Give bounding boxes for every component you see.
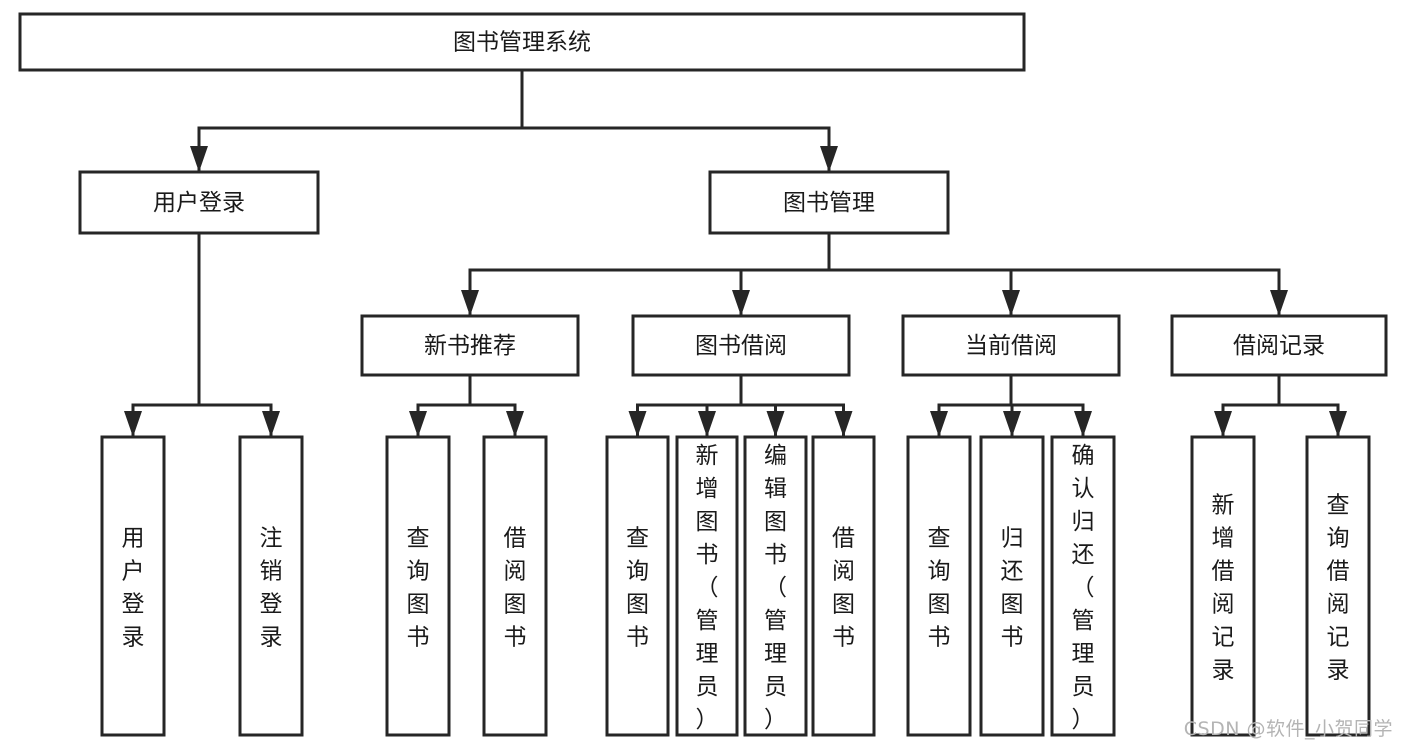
node-box-查询图书[interactable]: [385, 435, 451, 737]
node-label-用户登录: 用户登录: [122, 526, 145, 651]
node-leaf-确认归还管理员[interactable]: 确认归还（管理员）: [1050, 435, 1116, 737]
arrow-head-icon-l3-1-0: [628, 411, 647, 437]
arrow-head-icon-l3-2-0: [930, 411, 948, 437]
node-label-图书借阅: 图书借阅: [695, 333, 787, 359]
node-label-图书管理系统: 图书管理系统: [453, 30, 591, 56]
node-label-查询图书: 查询图书: [928, 526, 951, 651]
arrow-head-icon-login-1: [262, 411, 280, 437]
node-label-查询图书: 查询图书: [407, 526, 430, 651]
node-leaf-借阅图书[interactable]: 借阅图书: [811, 435, 876, 737]
node-leaf-注销登录[interactable]: 注销登录: [238, 435, 304, 737]
node-root-图书管理系统[interactable]: 图书管理系统: [18, 12, 1026, 72]
node-label-图书管理: 图书管理: [783, 190, 875, 216]
arrow-head-icon-root-0: [190, 146, 208, 172]
node-box-借阅图书[interactable]: [811, 435, 876, 737]
node-leaf-新增图书管理员[interactable]: 新增图书（管理员）: [675, 435, 739, 737]
node-label-当前借阅: 当前借阅: [965, 333, 1057, 359]
node-label-借阅记录: 借阅记录: [1233, 333, 1325, 359]
node-label-查询借阅记录: 查询借阅记录: [1327, 493, 1350, 684]
node-box-图书借阅[interactable]: [631, 314, 851, 377]
arrow-head-icon-root-1: [820, 146, 838, 172]
node-leaf-查询借阅记录[interactable]: 查询借阅记录: [1305, 435, 1371, 737]
node-label-新增借阅记录: 新增借阅记录: [1212, 493, 1235, 684]
node-box-图书管理[interactable]: [708, 170, 950, 235]
node-l3-新书推荐[interactable]: 新书推荐: [360, 314, 580, 377]
node-leaf-归还图书[interactable]: 归还图书: [979, 435, 1045, 737]
node-box-查询借阅记录[interactable]: [1305, 435, 1371, 737]
node-leaf-查询图书[interactable]: 查询图书: [605, 435, 670, 737]
node-leaf-查询图书[interactable]: 查询图书: [906, 435, 972, 737]
node-box-编辑图书管理员[interactable]: [743, 435, 808, 737]
arrow-head-icon-l3-1-3: [834, 411, 853, 437]
arrow-head-icon-login-0: [124, 411, 142, 437]
arrow-head-icon-l3-1-1: [698, 411, 716, 437]
arrow-head-icon-l3-2-2: [1074, 411, 1092, 437]
connector-lines: [124, 68, 1347, 439]
arrow-head-icon-l3-0-0: [409, 411, 427, 437]
node-label-借阅图书: 借阅图书: [832, 526, 855, 651]
node-l2-图书管理[interactable]: 图书管理: [708, 170, 950, 235]
node-leaf-编辑图书管理员[interactable]: 编辑图书（管理员）: [743, 435, 808, 737]
node-leaf-借阅图书[interactable]: 借阅图书: [482, 435, 548, 737]
node-l3-借阅记录[interactable]: 借阅记录: [1170, 314, 1388, 377]
arrow-head-icon-l3-2-1: [1003, 411, 1021, 437]
node-box-注销登录[interactable]: [238, 435, 304, 737]
node-box-新增图书管理员[interactable]: [675, 435, 739, 737]
node-box-查询图书[interactable]: [605, 435, 670, 737]
node-label-归还图书: 归还图书: [1001, 526, 1024, 651]
node-label-用户登录: 用户登录: [153, 190, 245, 216]
arrow-head-icon-l3-3-1: [1329, 411, 1347, 437]
node-label-借阅图书: 借阅图书: [504, 526, 527, 651]
node-box-用户登录[interactable]: [78, 170, 320, 235]
node-l3-图书借阅[interactable]: 图书借阅: [631, 314, 851, 377]
node-label-新书推荐: 新书推荐: [424, 333, 516, 359]
arrow-head-icon-mgmt-1: [732, 290, 750, 316]
node-box-确认归还管理员[interactable]: [1050, 435, 1116, 737]
node-box-归还图书[interactable]: [979, 435, 1045, 737]
node-label-新增图书管理员: 新增图书（管理员）: [696, 443, 719, 733]
node-box-查询图书[interactable]: [906, 435, 972, 737]
node-label-注销登录: 注销登录: [260, 526, 283, 651]
node-l3-当前借阅[interactable]: 当前借阅: [901, 314, 1121, 377]
node-box-借阅记录[interactable]: [1170, 314, 1388, 377]
arrow-head-icon-l3-3-0: [1214, 411, 1232, 437]
arrow-head-icon-l3-1-2: [766, 411, 785, 437]
node-box-图书管理系统[interactable]: [18, 12, 1026, 72]
node-leaf-新增借阅记录[interactable]: 新增借阅记录: [1190, 435, 1256, 737]
node-label-确认归还管理员: 确认归还（管理员）: [1072, 443, 1095, 733]
node-leaf-查询图书[interactable]: 查询图书: [385, 435, 451, 737]
arrow-head-icon-mgmt-0: [461, 290, 479, 316]
node-box-新书推荐[interactable]: [360, 314, 580, 377]
node-label-查询图书: 查询图书: [626, 526, 649, 651]
node-leaf-用户登录[interactable]: 用户登录: [100, 435, 166, 737]
node-box-用户登录[interactable]: [100, 435, 166, 737]
node-boxes: 图书管理系统用户登录图书管理新书推荐图书借阅当前借阅借阅记录用户登录注销登录查询…: [18, 12, 1388, 737]
arrow-head-icon-mgmt-3: [1270, 290, 1288, 316]
node-box-借阅图书[interactable]: [482, 435, 548, 737]
node-box-当前借阅[interactable]: [901, 314, 1121, 377]
node-box-新增借阅记录[interactable]: [1190, 435, 1256, 737]
arrow-head-icon-l3-0-1: [506, 411, 524, 437]
node-l2-用户登录[interactable]: 用户登录: [78, 170, 320, 235]
node-label-编辑图书管理员: 编辑图书（管理员）: [764, 443, 787, 733]
arrow-head-icon-mgmt-2: [1002, 290, 1020, 316]
